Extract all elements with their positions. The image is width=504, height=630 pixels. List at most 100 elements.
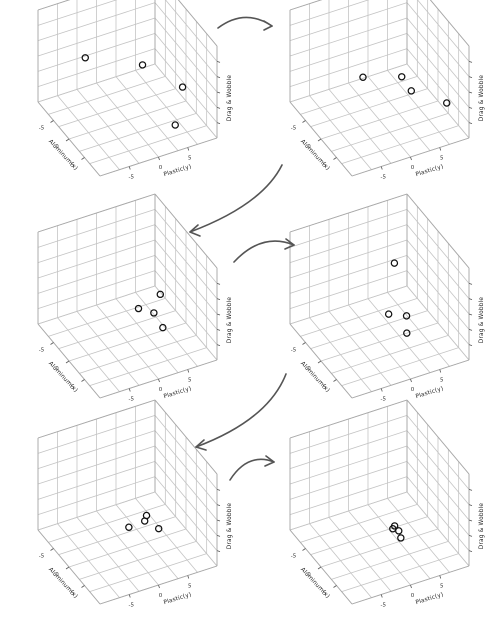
z-tick	[216, 298, 221, 301]
z-tick	[468, 488, 473, 491]
y-axis-label: Plastic(y)	[163, 164, 192, 178]
x-tick	[81, 379, 85, 382]
y-axis-label: Plastic(y)	[415, 164, 444, 178]
arrow-shaft	[229, 458, 275, 481]
x-tick-label: 0	[307, 366, 311, 372]
x-tick-label: -5	[39, 554, 45, 560]
data-point	[156, 290, 165, 299]
z-tick	[216, 106, 221, 109]
z-axis-label: Drag & Wobble	[479, 503, 485, 550]
y-tick	[410, 378, 412, 383]
z-axis-label: Drag & Wobble	[227, 297, 233, 344]
z-axis-label: Drag & Wobble	[479, 75, 485, 122]
step-arrows	[189, 16, 295, 481]
y-axis-label: Plastic(y)	[415, 386, 444, 400]
y-tick	[410, 584, 412, 589]
z-tick	[468, 328, 473, 331]
y-tick	[128, 388, 131, 392]
y-tick	[158, 378, 160, 383]
x-tick	[317, 138, 322, 142]
y-tick	[380, 388, 383, 392]
y-axis-label: Plastic(y)	[163, 592, 192, 606]
y-tick-label: -5	[381, 175, 387, 181]
x-tick-label: 5	[323, 163, 327, 169]
x-tick-label: -5	[291, 554, 297, 560]
data-point	[359, 73, 367, 81]
arrow-shaft	[189, 164, 283, 233]
arrow-head	[189, 224, 201, 237]
data-point	[171, 121, 179, 129]
data-point	[403, 329, 411, 337]
x-axis-label: Aluminum(x)	[299, 567, 330, 600]
data-point	[390, 259, 399, 267]
x-tick	[302, 120, 306, 123]
x-tick	[65, 566, 70, 570]
z-tick	[216, 122, 221, 125]
x-tick	[333, 157, 337, 160]
x-tick-label: 5	[323, 385, 327, 391]
y-tick-label: 5	[440, 378, 444, 384]
data-point	[154, 524, 163, 533]
z-tick	[216, 76, 221, 79]
z-tick	[216, 282, 221, 285]
data-point	[407, 87, 416, 95]
y-tick	[439, 369, 442, 373]
z-tick	[468, 106, 473, 109]
x-tick	[81, 157, 85, 160]
x-axis-label: Aluminum(x)	[47, 567, 78, 600]
y-tick	[439, 147, 442, 151]
y-tick-label: -5	[381, 397, 387, 403]
arrow-head	[264, 455, 275, 467]
z-tick	[468, 550, 473, 553]
z-tick	[468, 504, 473, 507]
x-tick-label: 5	[71, 163, 75, 169]
y-tick	[128, 594, 131, 598]
y-tick	[128, 166, 131, 170]
arrow-step-1-to-2	[217, 16, 273, 31]
x-axis-label: Aluminum(x)	[299, 139, 330, 172]
y-tick	[187, 369, 190, 373]
z-tick	[468, 344, 473, 347]
x-tick-label: 0	[307, 144, 311, 150]
y-tick-label: -5	[129, 603, 135, 609]
x-tick-label: -5	[39, 126, 45, 132]
z-tick	[468, 282, 473, 285]
z-tick	[468, 76, 473, 79]
arrow-step-3-to-4	[233, 238, 295, 263]
y-tick-label: -5	[129, 397, 135, 403]
z-tick	[216, 313, 221, 316]
x-tick-label: 0	[55, 572, 59, 578]
arrow-step-2-to-3	[189, 164, 283, 237]
y-tick-label: 5	[440, 584, 444, 590]
z-tick	[468, 91, 473, 94]
z-tick	[216, 328, 221, 331]
y-tick	[158, 584, 160, 589]
data-point	[134, 304, 143, 313]
y-tick	[158, 156, 160, 161]
y-tick-label: 0	[411, 593, 415, 599]
data-point	[384, 310, 393, 318]
x-tick	[317, 360, 322, 364]
x-tick-label: -5	[291, 126, 297, 132]
x-tick	[302, 342, 306, 345]
y-tick-label: 5	[188, 378, 192, 384]
y-axis-label: Plastic(y)	[163, 386, 192, 400]
x-tick-label: 0	[307, 572, 311, 578]
y-tick-label: -5	[129, 175, 135, 181]
x-tick	[65, 138, 70, 142]
x-tick	[302, 548, 306, 551]
x-tick-label: 5	[323, 591, 327, 597]
data-point	[81, 54, 89, 62]
y-tick	[380, 594, 383, 598]
z-tick	[468, 122, 473, 125]
x-tick-label: 0	[55, 144, 59, 150]
y-tick	[187, 147, 190, 151]
x-axis-label: Aluminum(x)	[47, 139, 78, 172]
